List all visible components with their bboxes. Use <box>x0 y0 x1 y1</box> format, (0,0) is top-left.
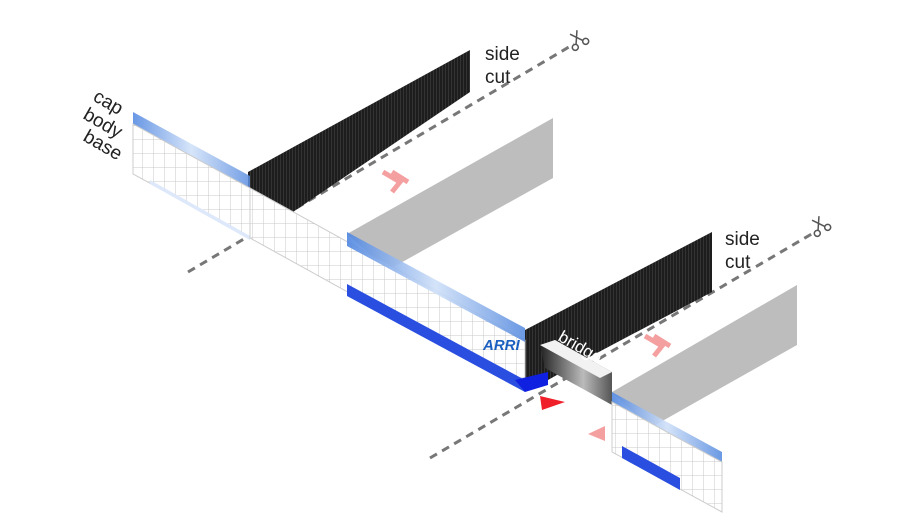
label-side-cut-2-line1: side <box>725 229 760 250</box>
body-layer-right <box>611 401 723 513</box>
label-side-cut-1-line2: cut <box>485 67 511 88</box>
cap-layer-left <box>133 112 250 188</box>
alignment-marker-2 <box>588 426 605 441</box>
move-arrow-2 <box>643 333 672 358</box>
label-side-cut-2-line2: cut <box>725 252 751 273</box>
arri-logo: ARRI <box>482 337 520 354</box>
label-side-cut-1-line1: side <box>485 44 520 65</box>
side-slab-2 <box>612 285 797 428</box>
alignment-marker-1 <box>540 396 565 410</box>
side-wall-2 <box>525 232 712 388</box>
scissors-icon <box>569 30 590 52</box>
scissors-icon <box>811 216 832 238</box>
base-layer-middle <box>347 284 525 392</box>
side-wall-1 <box>248 50 470 232</box>
bridge-piece <box>540 340 612 405</box>
side-slab-1 <box>347 118 553 270</box>
move-arrow-1 <box>381 169 410 194</box>
base-layer-left <box>150 180 250 240</box>
cut-line-2 <box>429 230 816 460</box>
cap-layer-right <box>612 392 722 462</box>
base-layer-right <box>622 446 680 490</box>
cap-layer-middle <box>347 232 525 342</box>
base-notch <box>515 372 548 392</box>
bridge-top <box>540 340 612 378</box>
